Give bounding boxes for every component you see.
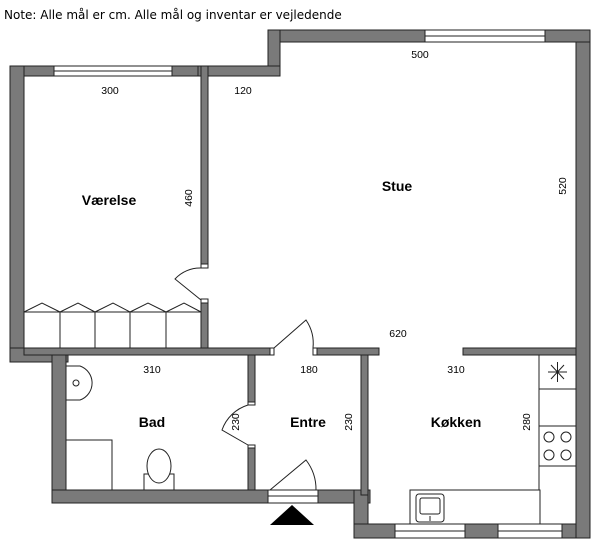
room-labels: Værelse Stue Bad Entre Køkken (82, 178, 482, 430)
wall-bad-entre-lower (247, 444, 256, 491)
dim-kokken-height: 280 (521, 413, 533, 431)
dim-vaerelse-height: 460 (183, 189, 195, 207)
fixtures (23, 302, 577, 525)
shower-area (65, 439, 113, 491)
wall-partition-lower (200, 302, 209, 356)
wall-bath-left (51, 347, 67, 504)
room-label-entre: Entre (290, 414, 326, 430)
dim-kokken-width: 310 (447, 364, 465, 376)
dim-vaerelse-width: 300 (101, 85, 119, 97)
doors (174, 263, 318, 525)
dim-stue-width: 500 (411, 49, 429, 61)
door-entre-stue (269, 319, 318, 356)
wardrobe (23, 302, 202, 349)
room-label-stue: Stue (382, 178, 413, 194)
room-label-vaerelse: Værelse (82, 192, 137, 208)
wall-mid-left (23, 347, 275, 356)
room-label-bad: Bad (139, 414, 165, 430)
dim-opening-width: 620 (389, 328, 407, 340)
wash-basin-icon (65, 365, 93, 401)
fridge-icon (538, 354, 577, 390)
dimension-labels: 300 460 120 500 520 620 310 230 180 230 … (101, 49, 569, 431)
dim-bad-width: 310 (143, 364, 161, 376)
wall-mid-right (462, 347, 577, 356)
plan-note: Note: Alle mål er cm. Alle mål og invent… (4, 8, 342, 22)
dim-entre-width: 180 (300, 364, 318, 376)
wall-mid-center (316, 347, 380, 356)
wall-right (575, 29, 591, 539)
dim-stue-height: 520 (557, 177, 569, 195)
entrance-arrow-icon (270, 505, 314, 525)
wall-entre-kokken (360, 354, 369, 496)
dim-bad-height: 230 (230, 413, 242, 431)
room-label-kokken: Køkken (431, 414, 482, 430)
wall-bad-entre-upper (247, 354, 256, 406)
toilet-icon (143, 448, 175, 491)
door-vaerelse (174, 263, 209, 304)
stove-icon (538, 425, 577, 467)
dim-hall-top: 120 (234, 85, 252, 97)
wall-bottom-bath-entre (51, 489, 371, 504)
wall-step-bottom (197, 65, 281, 77)
door-front (269, 459, 317, 491)
dim-entre-height: 230 (343, 413, 355, 431)
door-bad (221, 401, 256, 449)
wall-left (9, 65, 25, 363)
kitchen-sink-icon (415, 493, 445, 523)
windows (53, 29, 563, 539)
wall-partition-upper (200, 65, 209, 265)
